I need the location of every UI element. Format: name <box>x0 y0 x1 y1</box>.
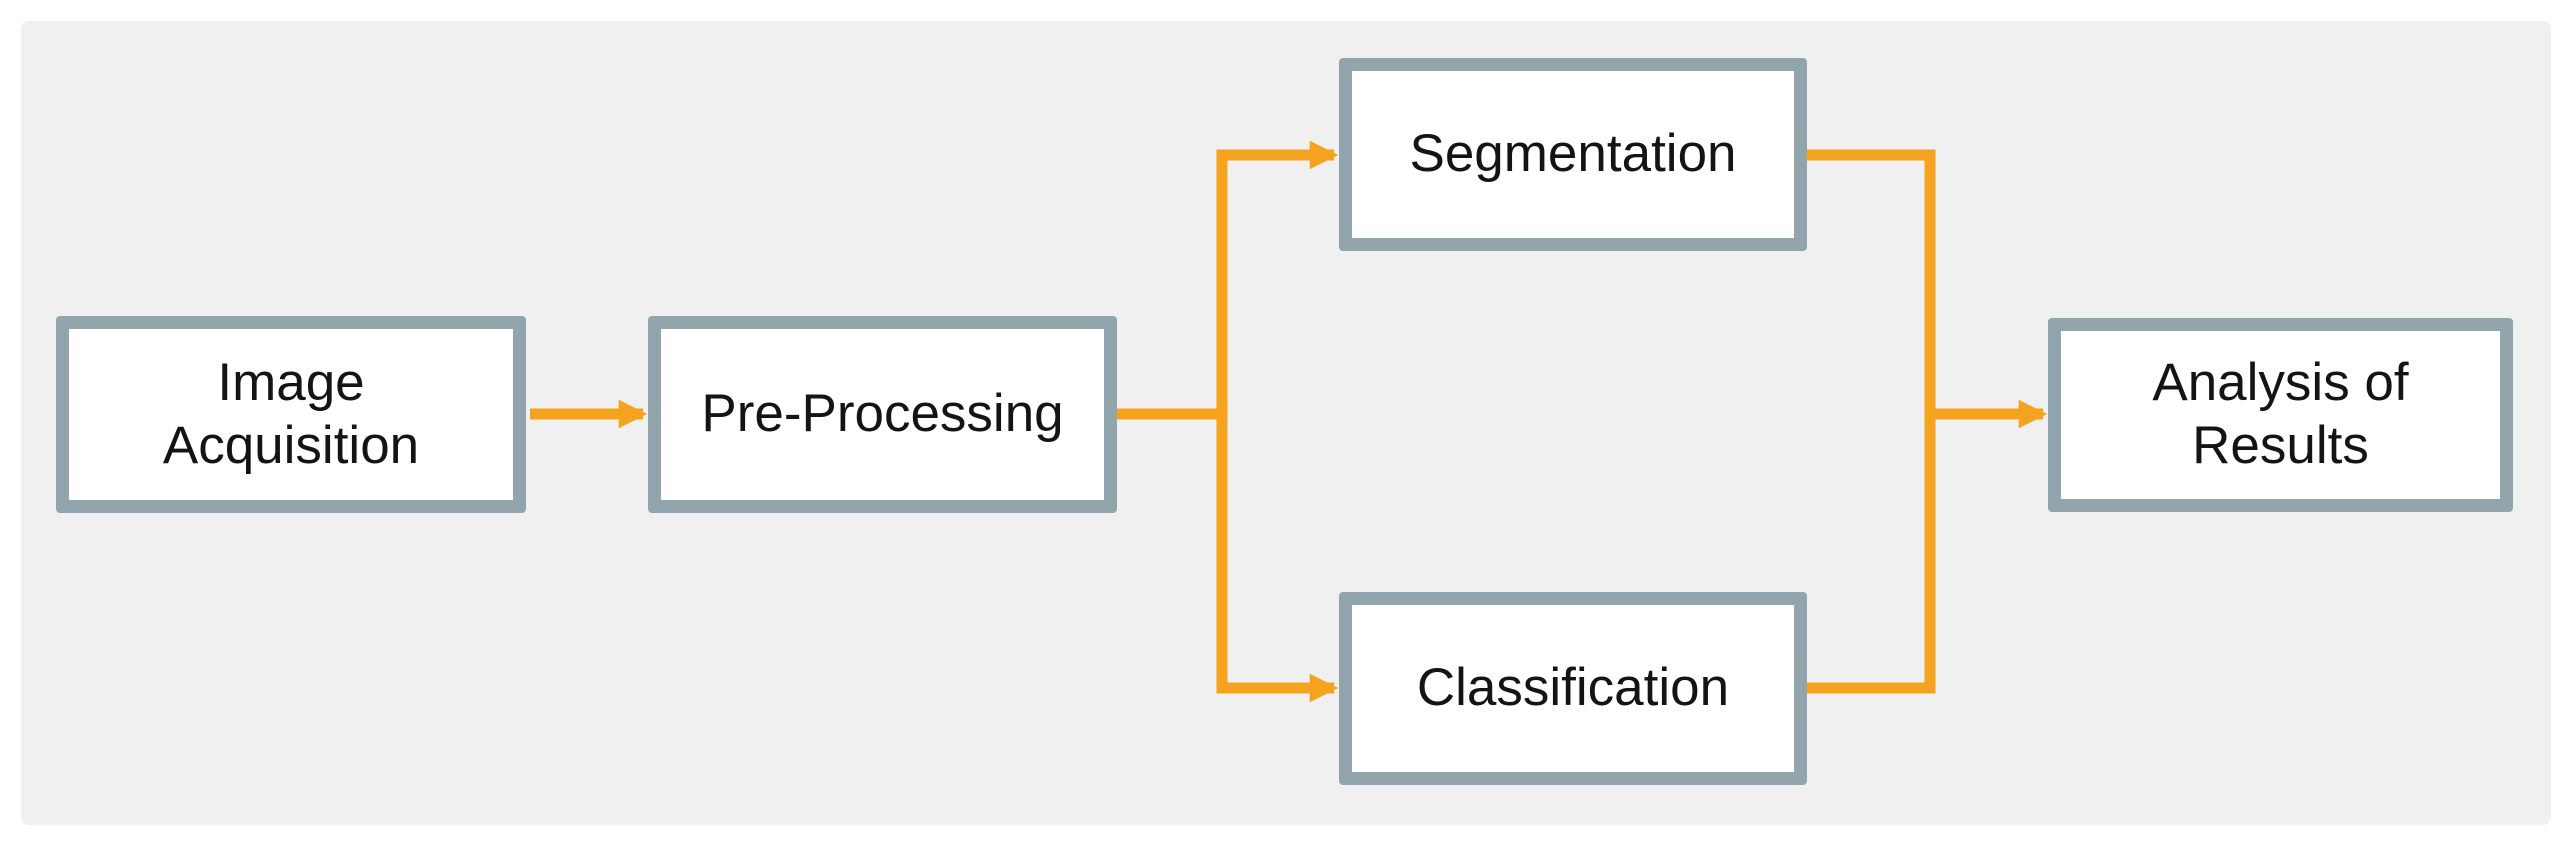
node-analysis-of-results: Analysis of Results <box>2048 318 2513 512</box>
node-segmentation-label: Segmentation <box>1409 124 1737 184</box>
node-pre-processing: Pre-Processing <box>648 316 1117 513</box>
node-analysis-of-results-label: Analysis of Results <box>2152 353 2409 475</box>
node-image-acquisition: Image Acquisition <box>56 316 526 513</box>
node-image-acquisition-label: Image Acquisition <box>162 352 420 475</box>
node-classification: Classification <box>1339 592 1807 785</box>
node-segmentation: Segmentation <box>1339 58 1807 251</box>
node-classification-label: Classification <box>1416 658 1730 718</box>
node-pre-processing-label: Pre-Processing <box>701 384 1064 444</box>
